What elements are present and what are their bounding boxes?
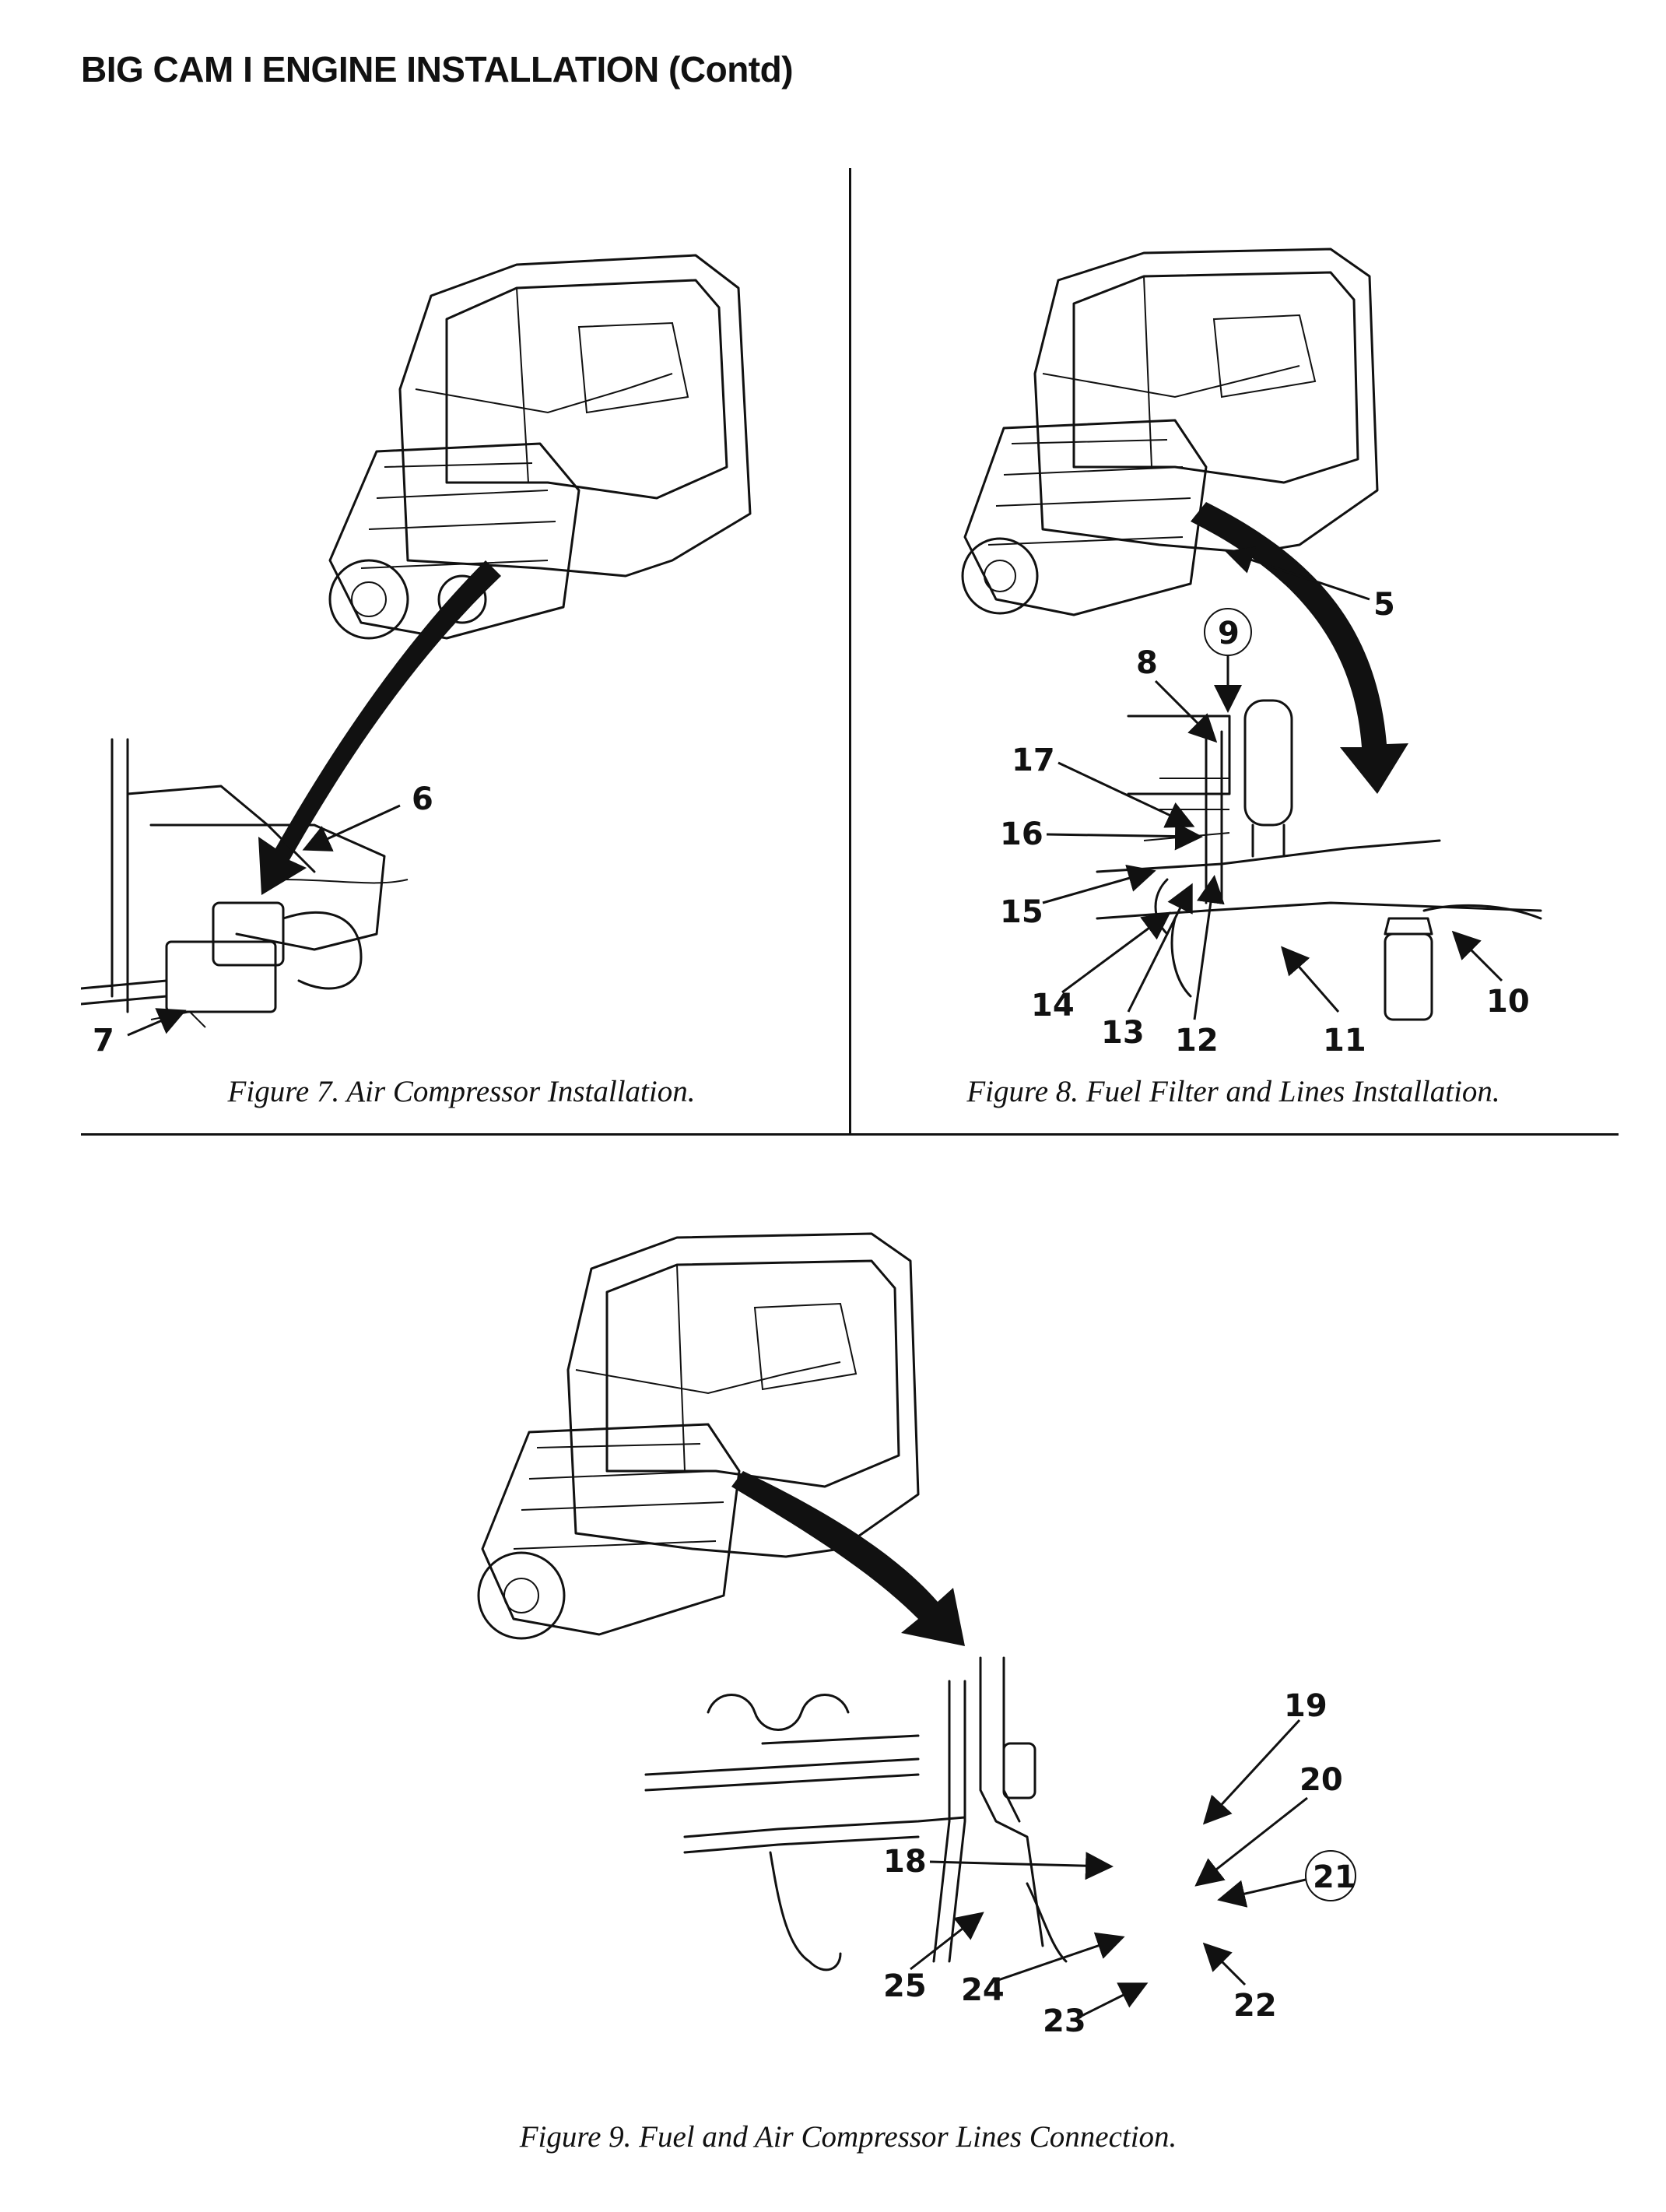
callout-10: 10 xyxy=(1486,984,1530,1020)
callout-7: 7 xyxy=(93,1023,114,1059)
air-compressor-detail xyxy=(81,738,409,1028)
fuel-filter-detail xyxy=(1096,699,1542,1021)
callout-8: 8 xyxy=(1136,645,1158,681)
callout-20: 20 xyxy=(1299,1762,1343,1798)
vertical-divider xyxy=(849,168,851,1135)
callout-12: 12 xyxy=(1175,1023,1219,1059)
detail-arrow xyxy=(1191,502,1408,794)
callout-11: 11 xyxy=(1323,1023,1366,1059)
truck-cab-drawing xyxy=(961,248,1379,616)
callout-25: 25 xyxy=(883,1968,927,2004)
figure-9-caption: Figure 9. Fuel and Air Compressor Lines … xyxy=(519,2120,1177,2154)
callout-5: 5 xyxy=(1373,587,1395,623)
callout-16: 16 xyxy=(1000,816,1043,852)
callout-24: 24 xyxy=(961,1972,1005,2008)
callout-6: 6 xyxy=(412,781,433,817)
figure-8-caption: Figure 8. Fuel Filter and Lines Installa… xyxy=(966,1075,1500,1108)
callout-15: 15 xyxy=(1000,894,1043,930)
figure-7-caption: Figure 7. Air Compressor Installation. xyxy=(227,1075,696,1108)
callout-22: 22 xyxy=(1233,1988,1277,2024)
callout-19: 19 xyxy=(1284,1688,1328,1724)
callout-13: 13 xyxy=(1101,1015,1145,1051)
callout-21: 21 xyxy=(1313,1859,1356,1895)
callout-21-circle xyxy=(1305,1850,1356,1901)
callout-17: 17 xyxy=(1012,743,1055,778)
detail-arrow xyxy=(731,1471,965,1646)
detail-arrow xyxy=(258,560,501,895)
callout-18: 18 xyxy=(883,1844,927,1880)
fuel-air-lines-detail xyxy=(644,1656,1068,1971)
horizontal-divider xyxy=(81,1133,1619,1136)
page-title: BIG CAM I ENGINE INSTALLATION (Contd) xyxy=(81,49,794,90)
figure-9-illustration: 19 20 21 18 25 24 23 22 xyxy=(477,1232,1356,2039)
figure-8-illustration: 5 9 8 17 16 15 14 13 12 11 10 xyxy=(961,248,1542,1059)
truck-cab-drawing xyxy=(477,1232,920,1640)
figure-7-illustration: 6 7 xyxy=(81,254,752,1059)
callout-9: 9 xyxy=(1218,616,1240,651)
callout-14: 14 xyxy=(1031,988,1075,1023)
truck-cab-drawing xyxy=(328,254,752,640)
callout-23: 23 xyxy=(1043,2003,1086,2039)
